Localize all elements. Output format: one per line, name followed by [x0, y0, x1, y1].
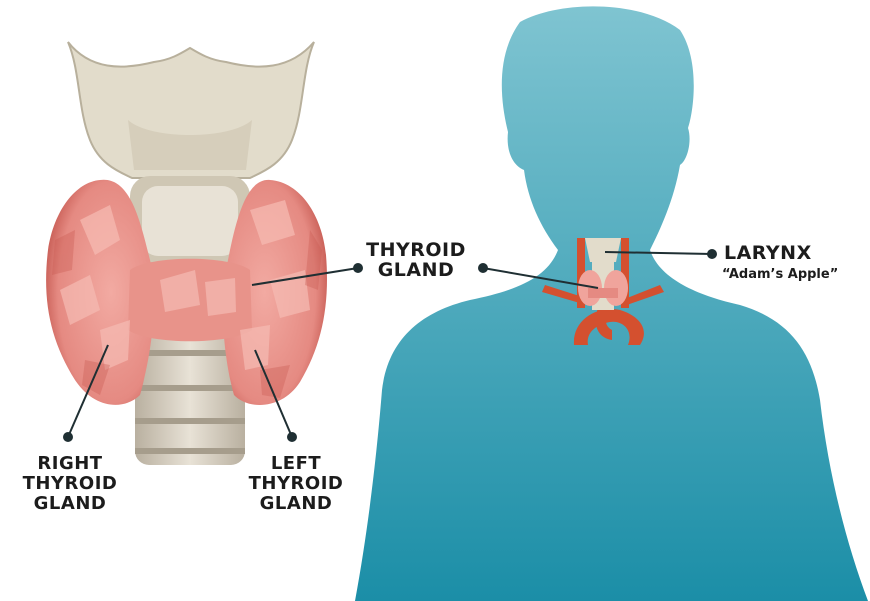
- thyroid-neck-leader-dot: [478, 263, 488, 273]
- larynx-leader-dot: [707, 249, 717, 259]
- adams-apple-label: “Adam’s Apple”: [722, 265, 838, 285]
- right-thyroid-leader-dot: [63, 432, 73, 442]
- left-thyroid-gland-label: LEFT THYROID GLAND: [236, 454, 356, 514]
- thyroid-gland-label: THYROID GLAND: [356, 240, 476, 280]
- right-thyroid-gland-label: RIGHT THYROID GLAND: [10, 454, 130, 514]
- left-thyroid-leader-dot: [287, 432, 297, 442]
- larynx-label: LARYNX: [724, 243, 812, 263]
- thyroid-anatomy-large: [46, 42, 327, 465]
